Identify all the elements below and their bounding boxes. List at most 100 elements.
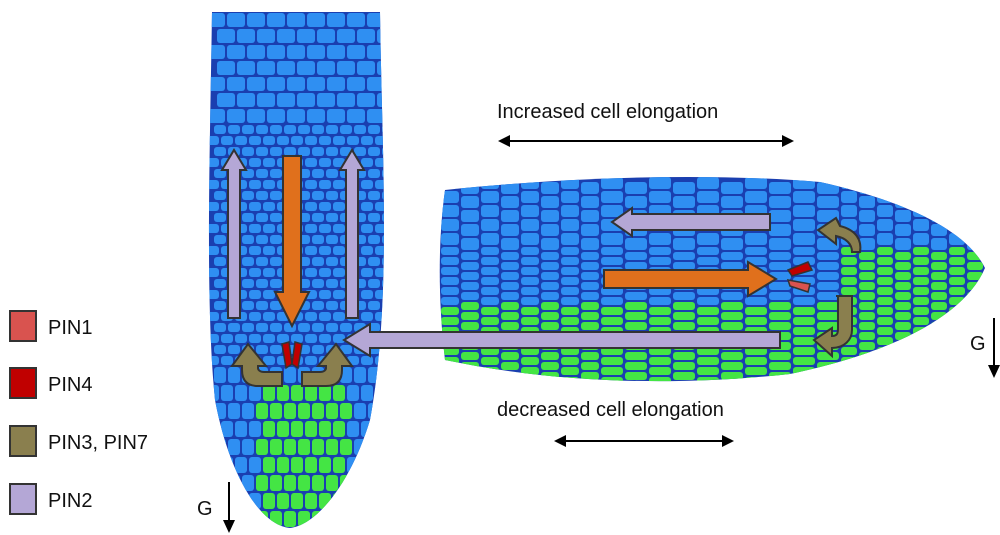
root-cell: [877, 277, 893, 285]
root-cell: [967, 362, 983, 370]
root-cell: [389, 312, 401, 321]
root-cell: [745, 377, 767, 385]
root-cell: [284, 403, 296, 419]
legend-item-pin3-pin7: PIN3, PIN7: [10, 426, 148, 456]
root-cell: [298, 511, 310, 527]
root-cell: [985, 205, 1000, 217]
root-cell: [368, 403, 380, 419]
increased-arrowhead-left: [498, 135, 510, 147]
root-cell: [877, 205, 893, 217]
root-cell: [601, 177, 623, 189]
root-cell: [389, 136, 401, 145]
root-cell: [581, 282, 599, 290]
root-cell: [270, 191, 282, 200]
root-cell: [256, 169, 268, 178]
root-cell: [327, 45, 345, 59]
root-cell: [541, 352, 559, 360]
root-cell: [931, 312, 947, 320]
decreased-arrowhead-right: [722, 435, 734, 447]
root-cell: [354, 475, 366, 491]
root-cell: [895, 210, 911, 222]
legend-item-pin2: PIN2: [10, 484, 92, 514]
root-cell: [368, 169, 380, 178]
root-cell: [673, 352, 695, 360]
root-cell: [967, 312, 983, 320]
root-cell: [375, 180, 387, 189]
root-cell: [333, 224, 345, 233]
root-cell: [214, 403, 226, 419]
root-cell: [357, 61, 375, 75]
root-cell: [581, 210, 599, 222]
root-cell: [291, 385, 303, 401]
root-cell: [354, 125, 366, 134]
root-cell: [769, 182, 791, 194]
root-cell: [949, 307, 965, 315]
root-cell: [270, 257, 282, 266]
root-cell: [221, 334, 233, 343]
root-cell: [214, 257, 226, 266]
root-cell: [367, 77, 385, 91]
root-cell: [270, 511, 282, 527]
root-cell: [913, 247, 929, 255]
root-cell: [317, 29, 335, 43]
root-cell: [270, 323, 282, 332]
root-cell: [312, 403, 324, 419]
root-cell: [256, 257, 268, 266]
root-cell: [561, 377, 579, 385]
root-cell: [326, 511, 338, 527]
root-cell: [298, 403, 310, 419]
root-cell: [769, 210, 791, 222]
root-cell: [931, 332, 947, 340]
root-cell: [931, 252, 947, 260]
root-cell: [375, 290, 387, 299]
root-cell: [235, 136, 247, 145]
root-cell: [649, 257, 671, 265]
gravity-arrowhead: [223, 520, 235, 533]
root-cell: [277, 93, 295, 107]
root-cell: [541, 210, 559, 222]
root-cell: [859, 238, 875, 250]
root-cell: [461, 196, 479, 208]
legend-label-pin4: PIN4: [48, 374, 92, 396]
root-cell: [721, 312, 743, 320]
root-cell: [277, 334, 289, 343]
root-cell: [521, 297, 539, 305]
root-cell: [375, 385, 387, 401]
root-cell: [287, 45, 305, 59]
root-cell: [877, 307, 893, 315]
root-cell: [625, 362, 647, 370]
root-cell: [207, 312, 219, 321]
root-cell: [214, 511, 226, 527]
root-cell: [270, 125, 282, 134]
root-cell: [382, 213, 394, 222]
root-cell: [521, 377, 539, 385]
root-cell: [441, 177, 459, 189]
root-cell: [368, 367, 380, 383]
root-cell: [256, 235, 268, 244]
root-cell: [277, 385, 289, 401]
root-cell: [441, 219, 459, 231]
root-cell: [249, 180, 261, 189]
root-cell: [481, 367, 499, 375]
root-cell: [949, 191, 965, 203]
root-cell: [625, 312, 647, 320]
root-cell: [235, 385, 247, 401]
legend-swatch-pin2: [10, 484, 36, 514]
root-cell: [561, 247, 579, 255]
root-cell: [382, 403, 394, 419]
root-cell: [625, 262, 647, 270]
root-cell: [256, 475, 268, 491]
root-cell: [312, 345, 324, 354]
root-cell: [561, 297, 579, 305]
root-cell: [793, 357, 815, 365]
root-cell: [949, 337, 965, 345]
root-cell: [817, 272, 839, 280]
root-cell: [817, 302, 839, 310]
root-cell: [217, 61, 235, 75]
root-cell: [859, 252, 875, 260]
root-cell: [298, 323, 310, 332]
root-cell: [461, 224, 479, 236]
root-cell: [745, 233, 767, 245]
root-cell: [207, 136, 219, 145]
root-cell: [931, 382, 947, 390]
